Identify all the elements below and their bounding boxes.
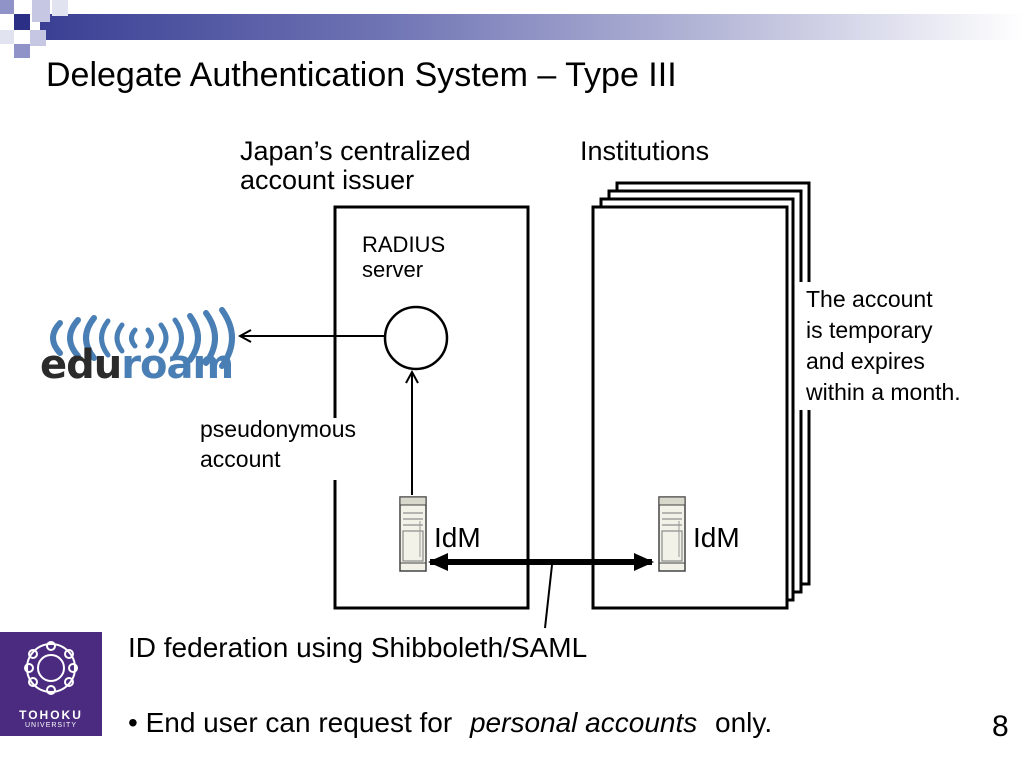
note-line2: is temporary [806,317,933,343]
header-bar [40,14,1024,40]
idm-label-left: IdM [434,522,481,553]
note-line1: The account [806,286,933,312]
header-square-6 [0,30,14,44]
eduroam-logo: eduroam [40,342,234,396]
tohoku-emblem-icon [24,641,78,695]
idm-label-right: IdM [693,522,740,553]
server-icon-left [399,496,427,572]
header-square-5 [52,0,68,16]
institutions-stack [591,181,811,610]
federation-callout-line [544,564,553,629]
header-square-2 [14,14,30,30]
eduroam-logo-roam: roam [121,342,234,388]
tohoku-name: TOHOKU [19,708,83,722]
issuer-box [333,205,530,610]
note-line3: and expires [806,348,925,374]
pseudonymous-label-line1: pseudonymous [200,416,356,442]
tohoku-sub: UNIVERSITY [24,722,77,729]
header-square-3 [32,0,50,22]
radius-label-line2: server [362,257,424,282]
slide-title: Delegate Authentication System – Type II… [46,56,677,94]
issuer-heading-line2: account issuer [240,165,415,195]
header-square-1 [0,0,14,14]
bullet-suffix: only. [715,707,773,738]
header-square-4 [30,30,46,46]
issuer-heading-line1: Japan’s centralized [240,136,471,166]
header-square-7 [14,44,30,58]
bullet-line: • End user can request for personal acco… [128,707,772,739]
radius-label-line1: RADIUS [362,232,446,257]
eduroam-logo-edu: edu [40,342,122,388]
page-number: 8 [992,710,1009,743]
radius-server-circle [383,305,449,371]
federation-label: ID federation using Shibboleth/SAML [128,632,588,663]
pseudonymous-label-line2: account [200,446,281,472]
server-icon-right [658,496,686,572]
bullet-prefix: • End user can request for [128,707,453,738]
note-line4: within a month. [806,379,961,405]
institutions-heading: Institutions [580,136,710,166]
note-background [796,282,1004,410]
eduroam-wave-icon [50,307,235,369]
bullet-emphasis: personal accounts [469,707,698,738]
